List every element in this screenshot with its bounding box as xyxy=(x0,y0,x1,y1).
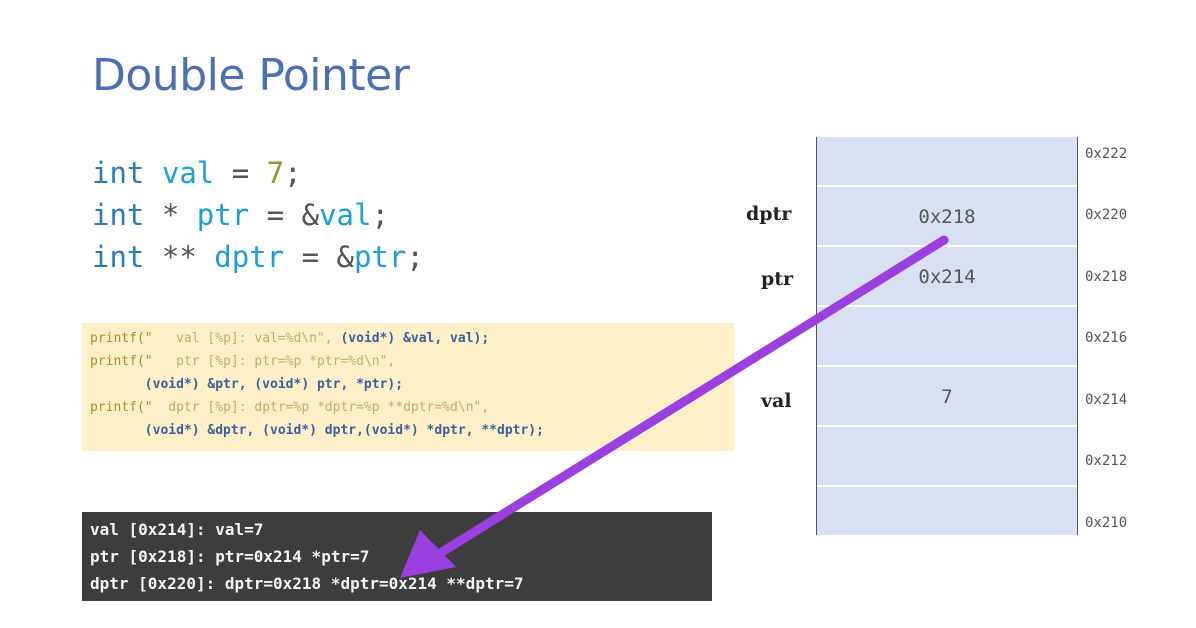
var-val: val xyxy=(161,156,215,190)
address-label: 0x216 xyxy=(1085,330,1128,346)
semicolon: ; xyxy=(284,156,302,190)
printf-args: (void*) &ptr, (void*) ptr, *ptr); xyxy=(90,377,404,392)
address-label: 0x218 xyxy=(1085,269,1128,285)
printf-format: ptr [%p]: ptr=%p *ptr=%d\n", xyxy=(152,354,396,369)
printf-fn: printf(" xyxy=(90,354,153,369)
code-line-dptr: int ** dptr = &ptr; xyxy=(92,236,424,278)
semicolon: ; xyxy=(371,198,389,232)
printf-format: dptr [%p]: dptr=%p *dptr=%p **dptr=%d\n"… xyxy=(152,400,490,415)
address-of: & xyxy=(336,240,354,274)
pointer-star: * xyxy=(161,198,180,232)
printf-format: val [%p]: val=%d\n", xyxy=(152,331,333,346)
printf-fn: printf(" xyxy=(90,400,153,415)
printf-line: printf(" val [%p]: val=%d\n", (void*) &v… xyxy=(90,327,734,350)
code-line-val: int val = 7; xyxy=(92,152,424,194)
keyword-int: int xyxy=(92,156,145,190)
pointer-double-star: ** xyxy=(161,240,197,274)
operator-assign: = xyxy=(301,240,320,274)
printf-code-block: printf(" val [%p]: val=%d\n", (void*) &v… xyxy=(82,323,734,451)
address-label: 0x212 xyxy=(1085,453,1128,469)
label-dptr: dptr xyxy=(746,203,792,225)
address-label: 0x222 xyxy=(1085,146,1128,162)
memory-cell xyxy=(817,487,1077,535)
address-label: 0x214 xyxy=(1085,392,1128,408)
address-label: 0x220 xyxy=(1085,207,1128,223)
printf-args: (void*) &dptr, (void*) dptr,(void*) *dpt… xyxy=(90,423,544,438)
printf-line: (void*) &dptr, (void*) dptr,(void*) *dpt… xyxy=(90,419,734,442)
terminal-output: val [0x214]: val=7 ptr [0x218]: ptr=0x21… xyxy=(82,512,712,601)
printf-line: printf(" ptr [%p]: ptr=%p *ptr=%d\n", xyxy=(90,350,734,373)
literal-7: 7 xyxy=(266,156,285,190)
var-ptr: ptr xyxy=(196,198,250,232)
printf-fn: printf(" xyxy=(90,331,153,346)
output-line-dptr: dptr [0x220]: dptr=0x218 *dptr=0x214 **d… xyxy=(90,574,524,593)
memory-cell-val: 7 xyxy=(817,367,1077,427)
memory-cell xyxy=(817,137,1077,187)
address-of: & xyxy=(301,198,320,232)
memory-cell-dptr: 0x218 xyxy=(817,187,1077,247)
operator-assign: = xyxy=(231,156,250,190)
slide-title: Double Pointer xyxy=(92,50,410,101)
output-line-val: val [0x214]: val=7 xyxy=(90,520,264,539)
printf-line: printf(" dptr [%p]: dptr=%p *dptr=%p **d… xyxy=(90,396,734,419)
memory-cell-ptr: 0x214 xyxy=(817,247,1077,307)
label-val: val xyxy=(761,390,792,412)
code-line-ptr: int * ptr = &val; xyxy=(92,194,424,236)
printf-line: (void*) &ptr, (void*) ptr, *ptr); xyxy=(90,373,734,396)
var-dptr: dptr xyxy=(214,240,285,274)
code-snippet: int val = 7; int * ptr = &val; int ** dp… xyxy=(92,152,424,278)
semicolon: ; xyxy=(406,240,424,274)
keyword-int: int xyxy=(92,240,145,274)
label-ptr: ptr xyxy=(761,268,794,290)
address-label: 0x210 xyxy=(1085,515,1128,531)
operator-assign: = xyxy=(266,198,285,232)
output-line-ptr: ptr [0x218]: ptr=0x214 *ptr=7 xyxy=(90,547,370,566)
var-val: val xyxy=(319,198,372,232)
keyword-int: int xyxy=(92,198,145,232)
printf-args: (void*) &val, val); xyxy=(332,331,490,346)
memory-cell xyxy=(817,427,1077,487)
memory-diagram: 0x218 0x214 7 xyxy=(816,137,1078,535)
memory-cell xyxy=(817,307,1077,367)
var-ptr: ptr xyxy=(353,240,407,274)
